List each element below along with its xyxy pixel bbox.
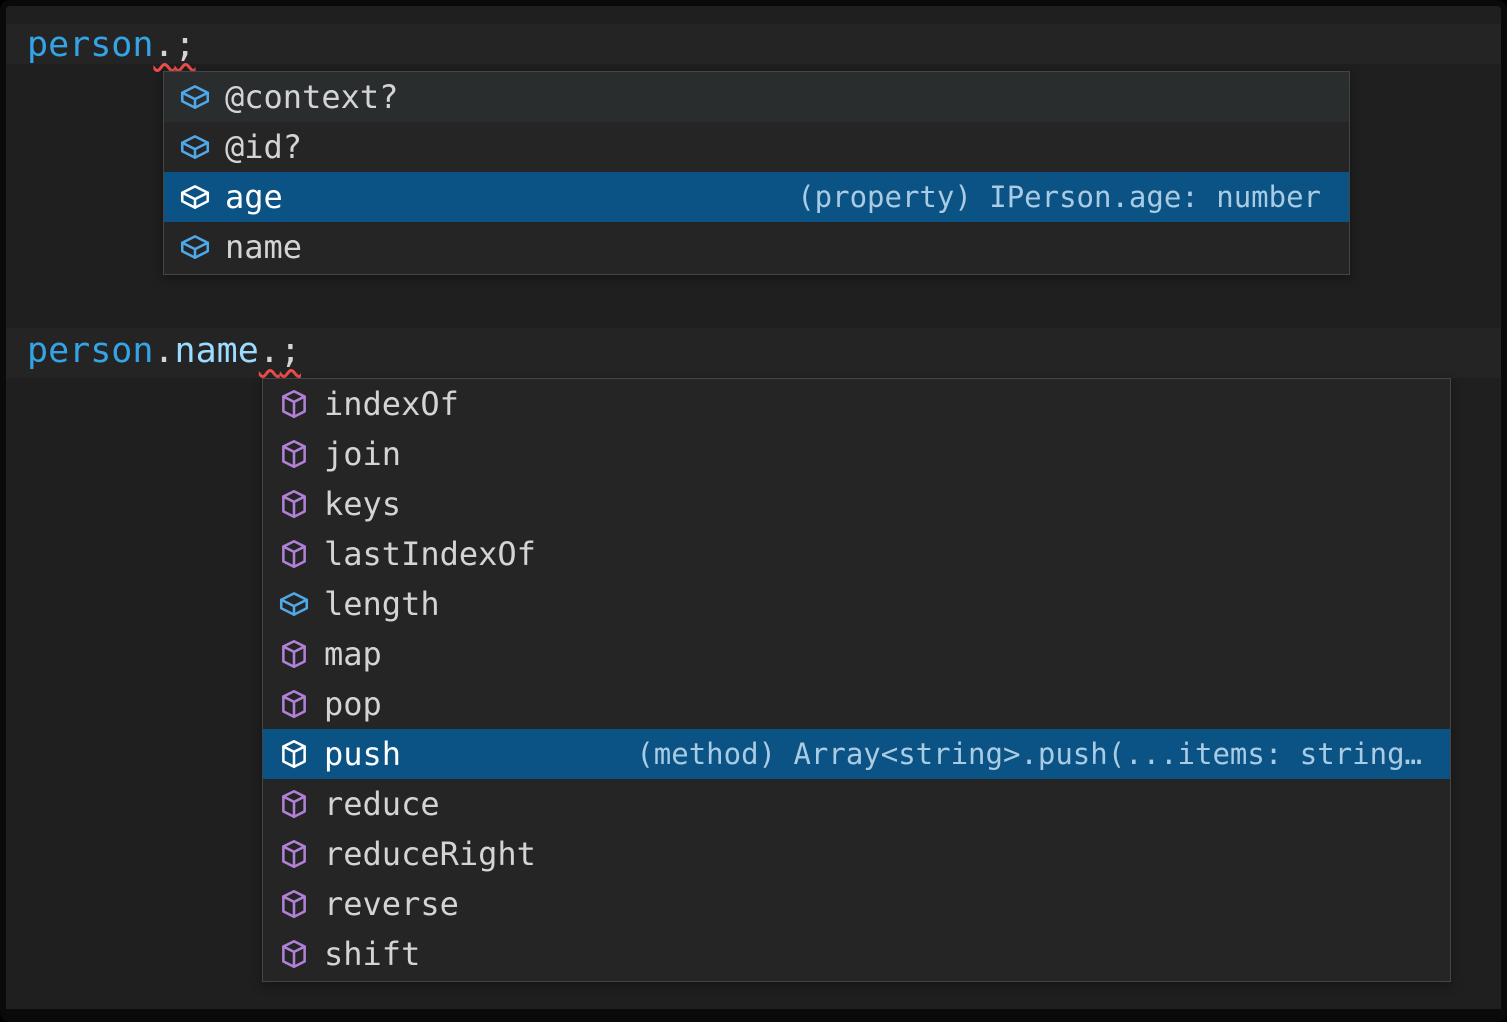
symbol-method-icon bbox=[277, 437, 311, 471]
suggest-item-label: map bbox=[324, 635, 382, 673]
suggest-item-label: reduceRight bbox=[324, 835, 536, 873]
suggest-item-label: keys bbox=[324, 485, 402, 523]
suggest-item[interactable]: map bbox=[263, 629, 1450, 679]
current-line-highlight bbox=[6, 24, 1501, 64]
suggest-item[interactable]: reduce bbox=[263, 779, 1450, 829]
suggest-item-label: length bbox=[324, 585, 440, 623]
symbol-method-icon bbox=[277, 387, 311, 421]
suggest-item-label: @context? bbox=[225, 78, 399, 116]
code-token: name bbox=[174, 331, 259, 371]
code-token-error: . bbox=[153, 25, 175, 65]
suggest-item-label: indexOf bbox=[324, 385, 459, 423]
symbol-method-icon bbox=[277, 937, 311, 971]
symbol-method-icon bbox=[277, 887, 311, 921]
suggest-item[interactable]: @context? bbox=[164, 72, 1349, 122]
suggest-item[interactable]: lastIndexOf bbox=[263, 529, 1450, 579]
suggest-widget-person: @context? @id? age (property) IPerson.age: … bbox=[163, 71, 1350, 275]
suggest-item[interactable]: pop bbox=[263, 679, 1450, 729]
suggest-item-label: reverse bbox=[324, 885, 459, 923]
suggest-item[interactable]: keys bbox=[263, 479, 1450, 529]
suggest-item-label: reduce bbox=[324, 785, 440, 823]
symbol-method-icon bbox=[277, 787, 311, 821]
suggest-item[interactable]: shift bbox=[263, 929, 1450, 979]
suggest-item-label: pop bbox=[324, 685, 382, 723]
suggest-item[interactable]: length bbox=[263, 579, 1450, 629]
symbol-field-icon bbox=[178, 80, 212, 114]
suggest-item-label: shift bbox=[324, 935, 421, 973]
suggest-item-label: @id? bbox=[225, 128, 303, 166]
current-line-highlight bbox=[6, 328, 1501, 378]
suggest-item[interactable]: name bbox=[164, 222, 1349, 272]
symbol-method-icon bbox=[277, 537, 311, 571]
suggest-item-label: lastIndexOf bbox=[324, 535, 536, 573]
suggest-item-label: push bbox=[324, 735, 402, 773]
suggest-item-label: name bbox=[225, 228, 303, 266]
code-token: person bbox=[27, 25, 154, 65]
suggest-item-detail: (method) Array<string>.push(...items: st… bbox=[636, 737, 1422, 771]
symbol-field-icon bbox=[178, 130, 212, 164]
suggest-item[interactable]: reverse bbox=[263, 879, 1450, 929]
suggest-item[interactable]: reduceRight bbox=[263, 829, 1450, 879]
suggest-item-detail: (property) IPerson.age: number bbox=[797, 180, 1321, 214]
code-token: person bbox=[27, 331, 154, 371]
code-token-error: . bbox=[258, 331, 280, 371]
symbol-field-icon bbox=[178, 180, 212, 214]
suggest-widget-person-name: indexOf join keys lastIndexOf length map pop pu… bbox=[262, 378, 1451, 982]
code-token: . bbox=[153, 331, 175, 371]
suggest-item-label: join bbox=[324, 435, 402, 473]
suggest-item[interactable]: @id? bbox=[164, 122, 1349, 172]
symbol-method-icon bbox=[277, 687, 311, 721]
symbol-method-icon bbox=[277, 737, 311, 771]
symbol-field-icon bbox=[277, 587, 311, 621]
symbol-method-icon bbox=[277, 637, 311, 671]
code-token-error: ; bbox=[174, 25, 196, 65]
suggest-item[interactable]: age (property) IPerson.age: number bbox=[164, 172, 1349, 222]
suggest-item[interactable]: join bbox=[263, 429, 1450, 479]
suggest-item[interactable]: push (method) Array<string>.push(...items… bbox=[263, 729, 1450, 779]
suggest-item[interactable]: indexOf bbox=[263, 379, 1450, 429]
symbol-method-icon bbox=[277, 487, 311, 521]
symbol-method-icon bbox=[277, 837, 311, 871]
suggest-item-label: age bbox=[225, 178, 283, 216]
code-token-error: ; bbox=[279, 331, 301, 371]
code-line-person[interactable]: person.; bbox=[27, 25, 196, 65]
code-line-person-name[interactable]: person.name.; bbox=[27, 331, 301, 371]
symbol-field-icon bbox=[178, 230, 212, 264]
